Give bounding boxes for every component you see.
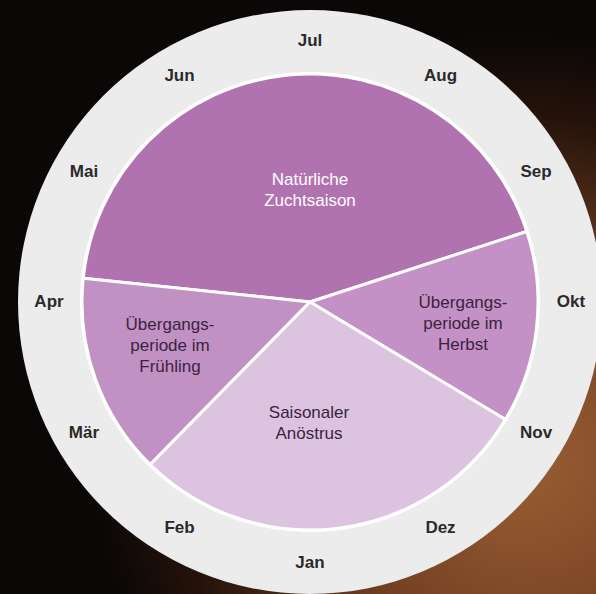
sector-label: Übergangs- periode im Frühling <box>120 314 220 377</box>
month-label: Apr <box>34 292 63 312</box>
sector-fill <box>310 232 538 420</box>
month-ring <box>18 10 596 594</box>
sector-label: Natürliche Zuchtsaison <box>250 169 370 211</box>
month-label: Mai <box>70 162 98 182</box>
month-label: Dez <box>425 518 455 538</box>
ring-gap <box>80 72 540 532</box>
month-label: Jan <box>295 553 324 573</box>
month-label: Jul <box>298 31 323 51</box>
sector-fill <box>83 74 527 302</box>
month-label: Aug <box>424 66 457 86</box>
month-label: Mär <box>69 423 99 443</box>
sector-fill <box>150 302 505 530</box>
month-label: Sep <box>520 162 551 182</box>
month-label: Jun <box>164 66 194 86</box>
sector-label: Übergangs- periode im Herbst <box>415 292 511 355</box>
month-label: Feb <box>164 518 194 538</box>
sector-fill <box>82 278 310 464</box>
month-label: Nov <box>520 423 552 443</box>
sector-label: Saisonaler Anöstrus <box>254 402 364 444</box>
month-label: Okt <box>557 292 585 312</box>
